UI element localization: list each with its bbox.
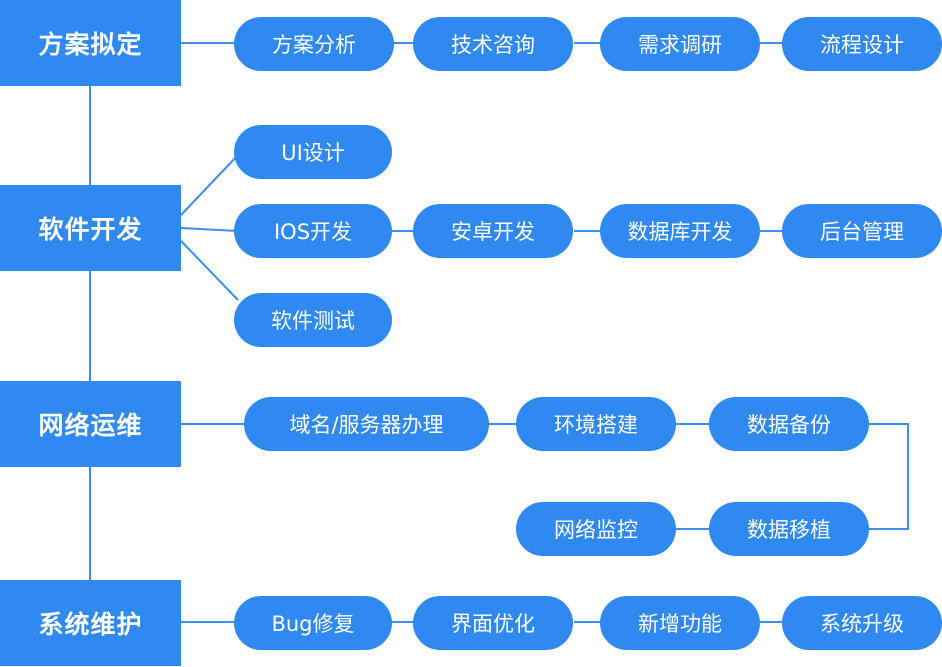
step-pill: 需求调研 xyxy=(600,17,760,71)
step-connector xyxy=(180,227,239,232)
step-pill: 域名/服务器办理 xyxy=(244,397,489,451)
step-pill: 界面优化 xyxy=(413,596,573,650)
step-pill: 系统升级 xyxy=(782,596,942,650)
step-pill: 技术咨询 xyxy=(413,17,573,71)
step-pill: 环境搭建 xyxy=(516,397,676,451)
step-pill: 数据移植 xyxy=(709,502,869,556)
branch-pill: UI设计 xyxy=(234,125,392,179)
step-pill: 数据库开发 xyxy=(600,204,760,258)
step-pill: 方案分析 xyxy=(234,17,394,71)
branch-connector xyxy=(180,154,239,216)
branch-pill: 软件测试 xyxy=(234,293,392,347)
loop-connector xyxy=(868,423,909,530)
stage-box-maint: 系统维护 xyxy=(0,580,181,666)
step-pill: 流程设计 xyxy=(782,17,942,71)
step-pill: IOS开发 xyxy=(234,204,392,258)
step-pill: Bug修复 xyxy=(234,596,392,650)
stage-box-dev: 软件开发 xyxy=(0,185,181,271)
branch-connector xyxy=(180,240,239,301)
step-pill: 后台管理 xyxy=(782,204,942,258)
step-pill: 网络监控 xyxy=(516,502,676,556)
step-pill: 新增功能 xyxy=(600,596,760,650)
stage-box-ops: 网络运维 xyxy=(0,381,181,467)
step-pill: 数据备份 xyxy=(709,397,869,451)
stage-box-plan: 方案拟定 xyxy=(0,0,181,86)
step-pill: 安卓开发 xyxy=(413,204,573,258)
